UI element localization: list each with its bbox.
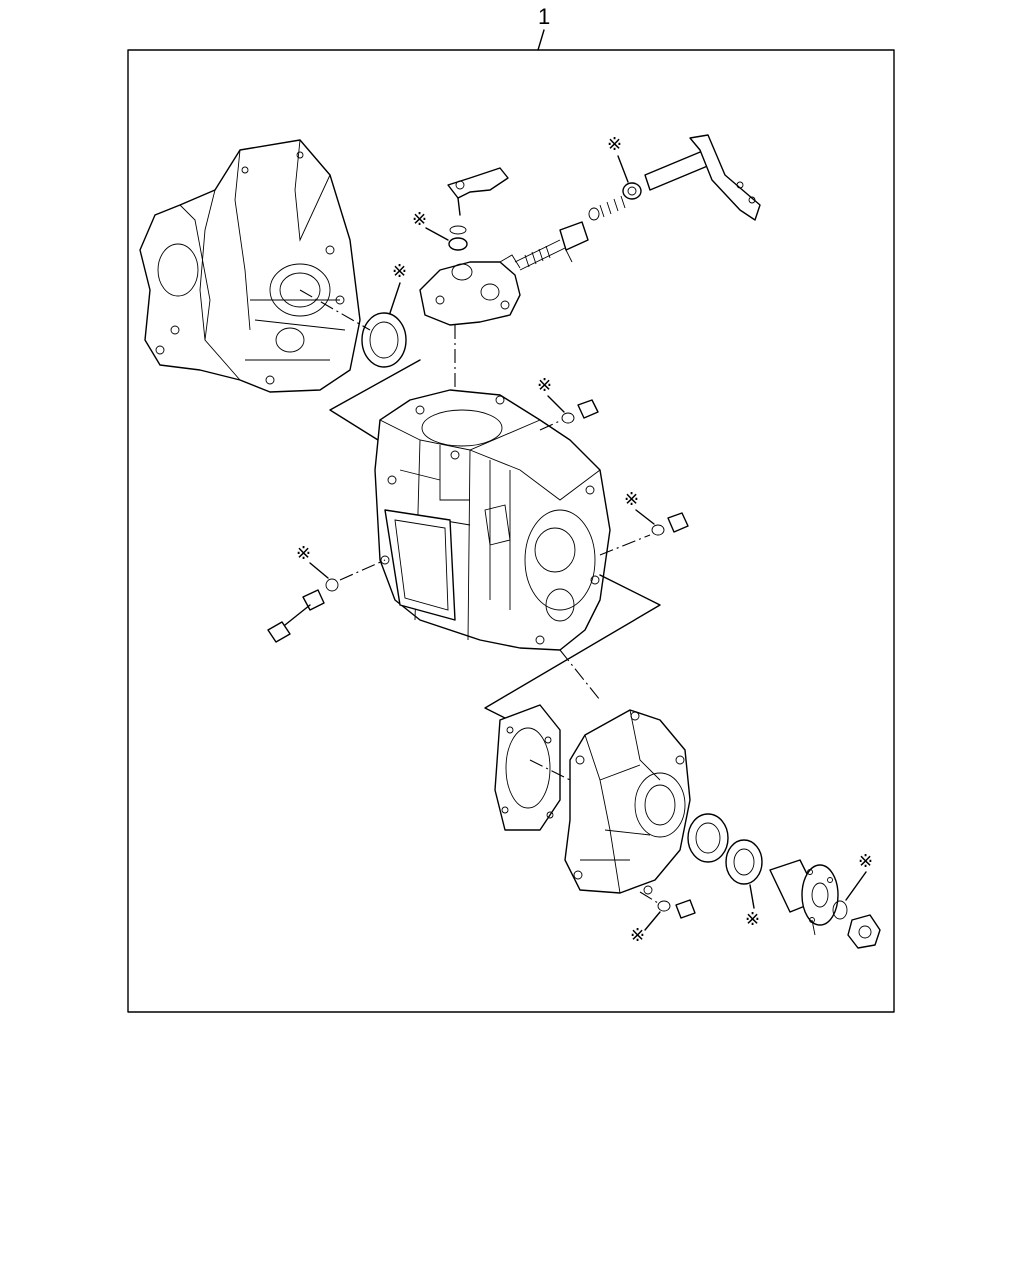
clutch-housing-bracket (329, 359, 421, 441)
shift-lever (447, 167, 509, 216)
replacement-mark-rear-oil-seal: ※ (745, 909, 761, 930)
drain-washer (657, 900, 671, 912)
filler-plug (577, 399, 599, 419)
case-bolt-axis-line (339, 559, 386, 581)
assembly-frame (127, 49, 895, 1013)
replacement-mark-drain-washer: ※ (630, 925, 646, 946)
front-oil-seal (361, 312, 407, 368)
output-flange (769, 859, 839, 936)
replacement-mark-leaders (309, 155, 867, 931)
replacement-mark-top-plug-washer: ※ (537, 375, 553, 396)
clutch-housing-axis-line (299, 289, 371, 331)
shift-control-housing (419, 254, 521, 326)
lever-washer (448, 225, 468, 251)
shift-shaft-assembly (514, 134, 761, 271)
assembly-callout-number: 1 (538, 4, 551, 29)
flange-nut (847, 914, 881, 949)
replacement-mark-shift-seal: ※ (607, 134, 623, 155)
rear-oil-seal (725, 839, 763, 885)
top-plug-washer (561, 412, 575, 424)
rear-axis-line (559, 649, 601, 701)
transmission-case (374, 389, 611, 651)
adapter-gasket (494, 704, 561, 831)
replacement-mark-side-plug-washer: ※ (624, 489, 640, 510)
assembly-callout-leader (537, 29, 545, 51)
side-plug-axis-line (599, 534, 651, 556)
drain-plug-axis-line (639, 891, 659, 904)
top-plug-axis-line (539, 419, 563, 431)
drain-plug (675, 899, 696, 919)
replacement-mark-case-bolt-washer: ※ (296, 543, 312, 564)
side-plug (667, 512, 689, 533)
replacement-mark-front-oil-seal: ※ (392, 261, 408, 282)
flange-o-ring (832, 900, 848, 920)
rear-extension-housing (564, 709, 691, 895)
case-bolt-washer (325, 578, 339, 592)
clutch-housing (139, 139, 361, 393)
side-plug-washer (651, 524, 665, 536)
bearing (687, 813, 729, 863)
replacement-mark-lever-washer: ※ (412, 209, 428, 230)
replacement-mark-flange-o-ring: ※ (858, 851, 874, 872)
case-bolt (267, 589, 325, 643)
